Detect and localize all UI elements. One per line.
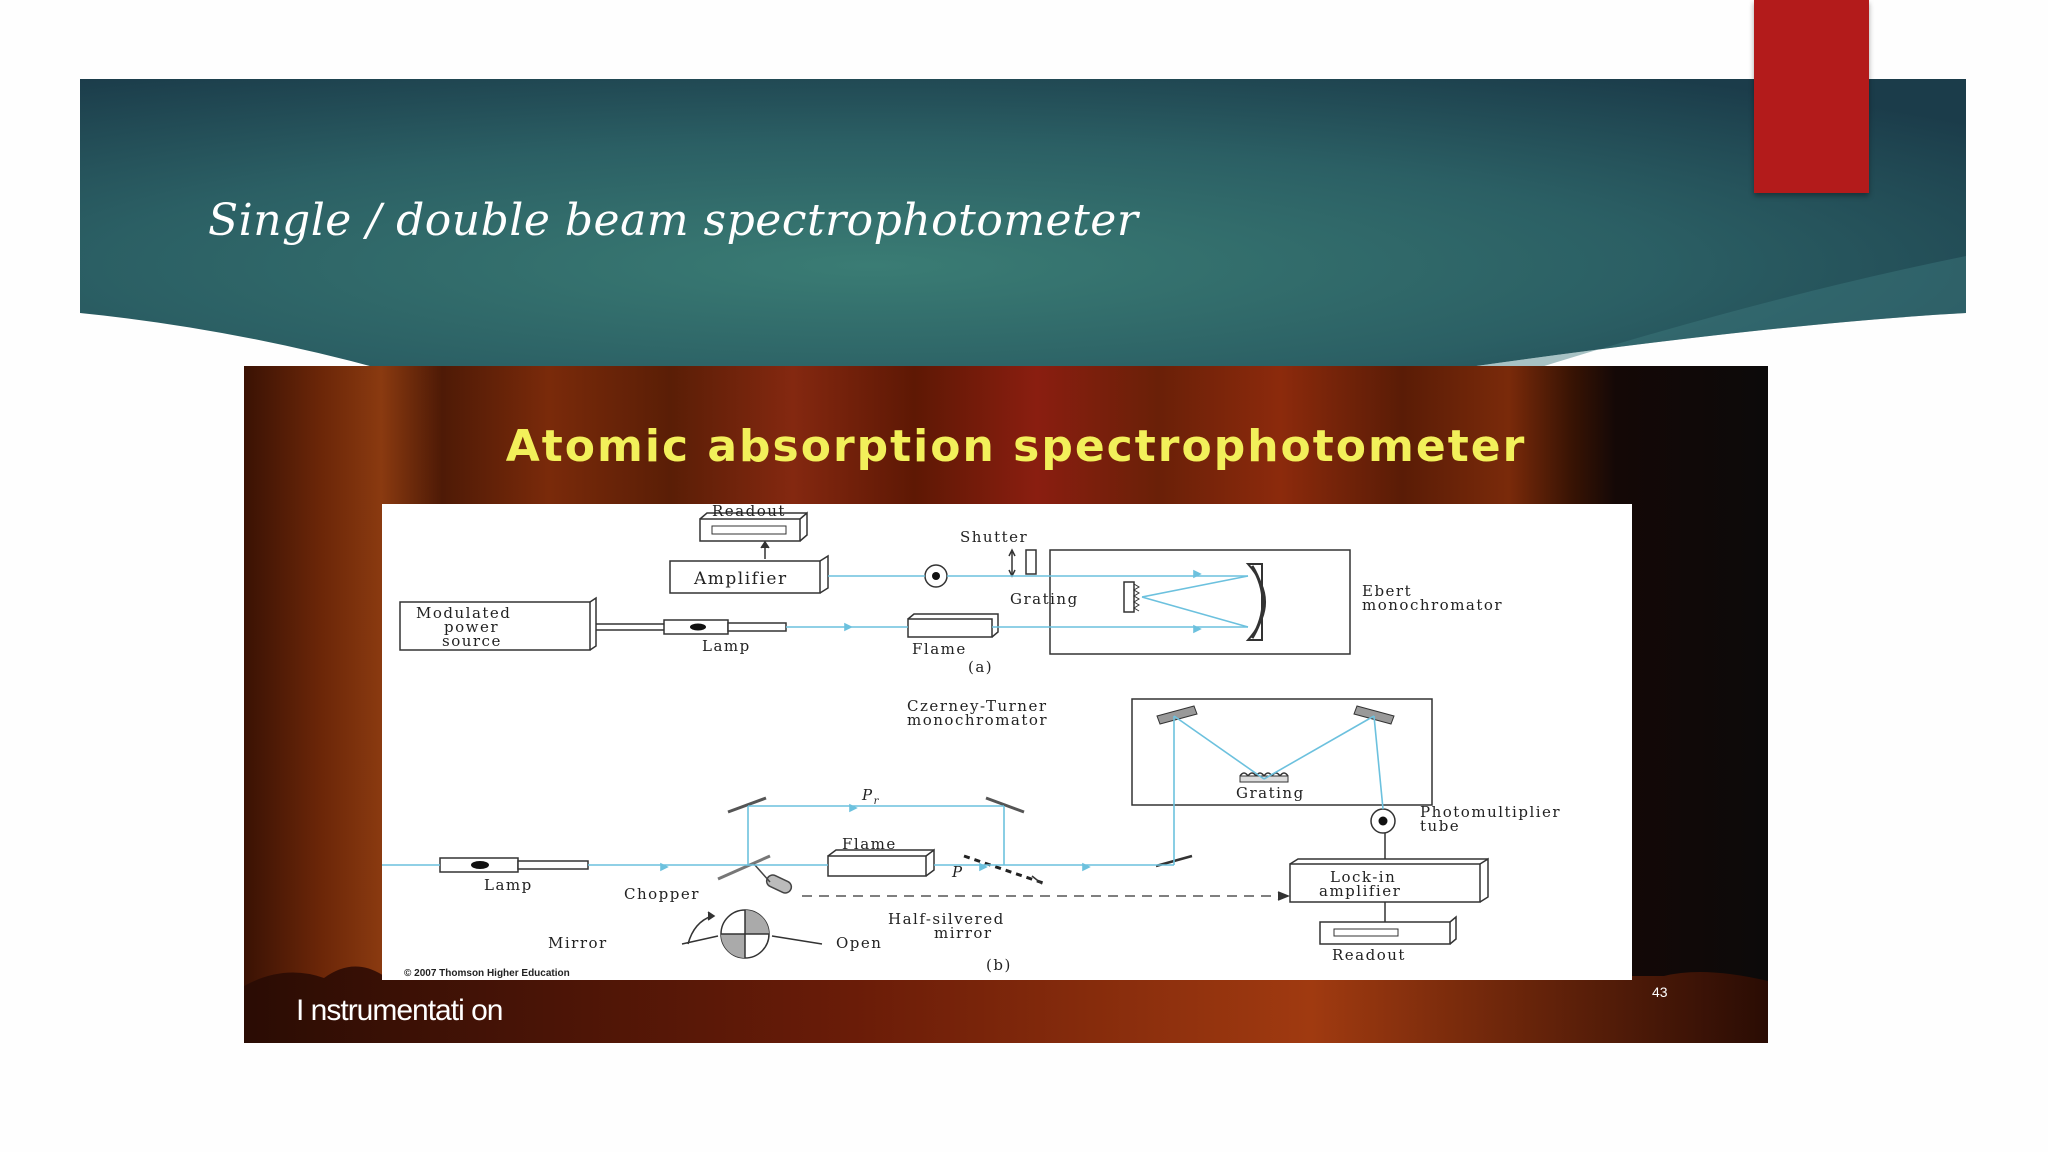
part-b [439, 698, 1489, 959]
embedded-slide-image: Atomic absorption spectrophotometer [244, 366, 1768, 1043]
label-ebert-2: monochromator [1362, 596, 1503, 614]
label-modulated-2: power [444, 618, 499, 636]
beams-a [786, 569, 1249, 634]
beams-b [382, 715, 1384, 872]
header-band [80, 79, 1966, 380]
label-copyright: © 2007 Thomson Higher Education [404, 968, 570, 979]
label-photomultiplier-1: Photomultiplier [1420, 803, 1561, 821]
label-lockin-2: amplifier [1319, 882, 1401, 900]
label-half-silvered-2: mirror [934, 924, 993, 942]
label-pr: Pr [861, 786, 880, 807]
aas-schematic-diagram: Readout Amplifier Shutter Modulated powe… [382, 504, 1632, 980]
shutter [1025, 549, 1037, 575]
embedded-page-number: 43 [1652, 984, 1668, 1000]
amplifier-box [669, 560, 821, 594]
embedded-footer-text: I nstrumentati on [296, 994, 503, 1027]
label-half-silvered-1: Half-silvered [888, 910, 1005, 928]
label-chopper: Chopper [624, 885, 700, 903]
label-photomultiplier-2: tube [1420, 817, 1460, 835]
label-readout-a: Readout [712, 504, 786, 520]
label-mirror: Mirror [548, 934, 608, 952]
chopper [753, 863, 793, 894]
label-amplifier: Amplifier [693, 569, 788, 589]
red-accent-tab [1754, 0, 1869, 193]
modulated-power-source-box [399, 601, 591, 651]
label-grating-a: Grating [1010, 590, 1079, 608]
part-a [399, 511, 1351, 655]
slide-title: Single / double beam spectrophotometer [208, 195, 1139, 246]
label-lockin-1: Lock-in [1330, 868, 1396, 886]
label-ebert-1: Ebert [1362, 582, 1412, 600]
label-p: P [951, 863, 964, 881]
label-caption-b: (b) [986, 956, 1012, 974]
label-caption-a: (a) [968, 658, 993, 676]
ebert-monochromator-box [1049, 549, 1351, 655]
label-lamp-a: Lamp [702, 637, 751, 655]
label-lamp-b: Lamp [484, 876, 533, 894]
label-grating-b: Grating [1236, 784, 1305, 802]
label-modulated-3: source [442, 632, 502, 650]
label-flame-b: Flame [842, 835, 897, 853]
label-czerney-1: Czerney-Turner [907, 697, 1048, 715]
label-open: Open [836, 934, 882, 952]
label-shutter: Shutter [960, 528, 1028, 546]
label-modulated-1: Modulated [416, 604, 511, 622]
label-czerney-2: monochromator [907, 711, 1048, 729]
flame-box-a [907, 618, 993, 638]
label-readout-b: Readout [1332, 946, 1406, 964]
label-flame-a: Flame [912, 640, 967, 658]
lock-in-amplifier-box [1289, 863, 1481, 903]
flame-box-b [827, 855, 927, 877]
embedded-slide-title: Atomic absorption spectrophotometer [505, 421, 1527, 472]
